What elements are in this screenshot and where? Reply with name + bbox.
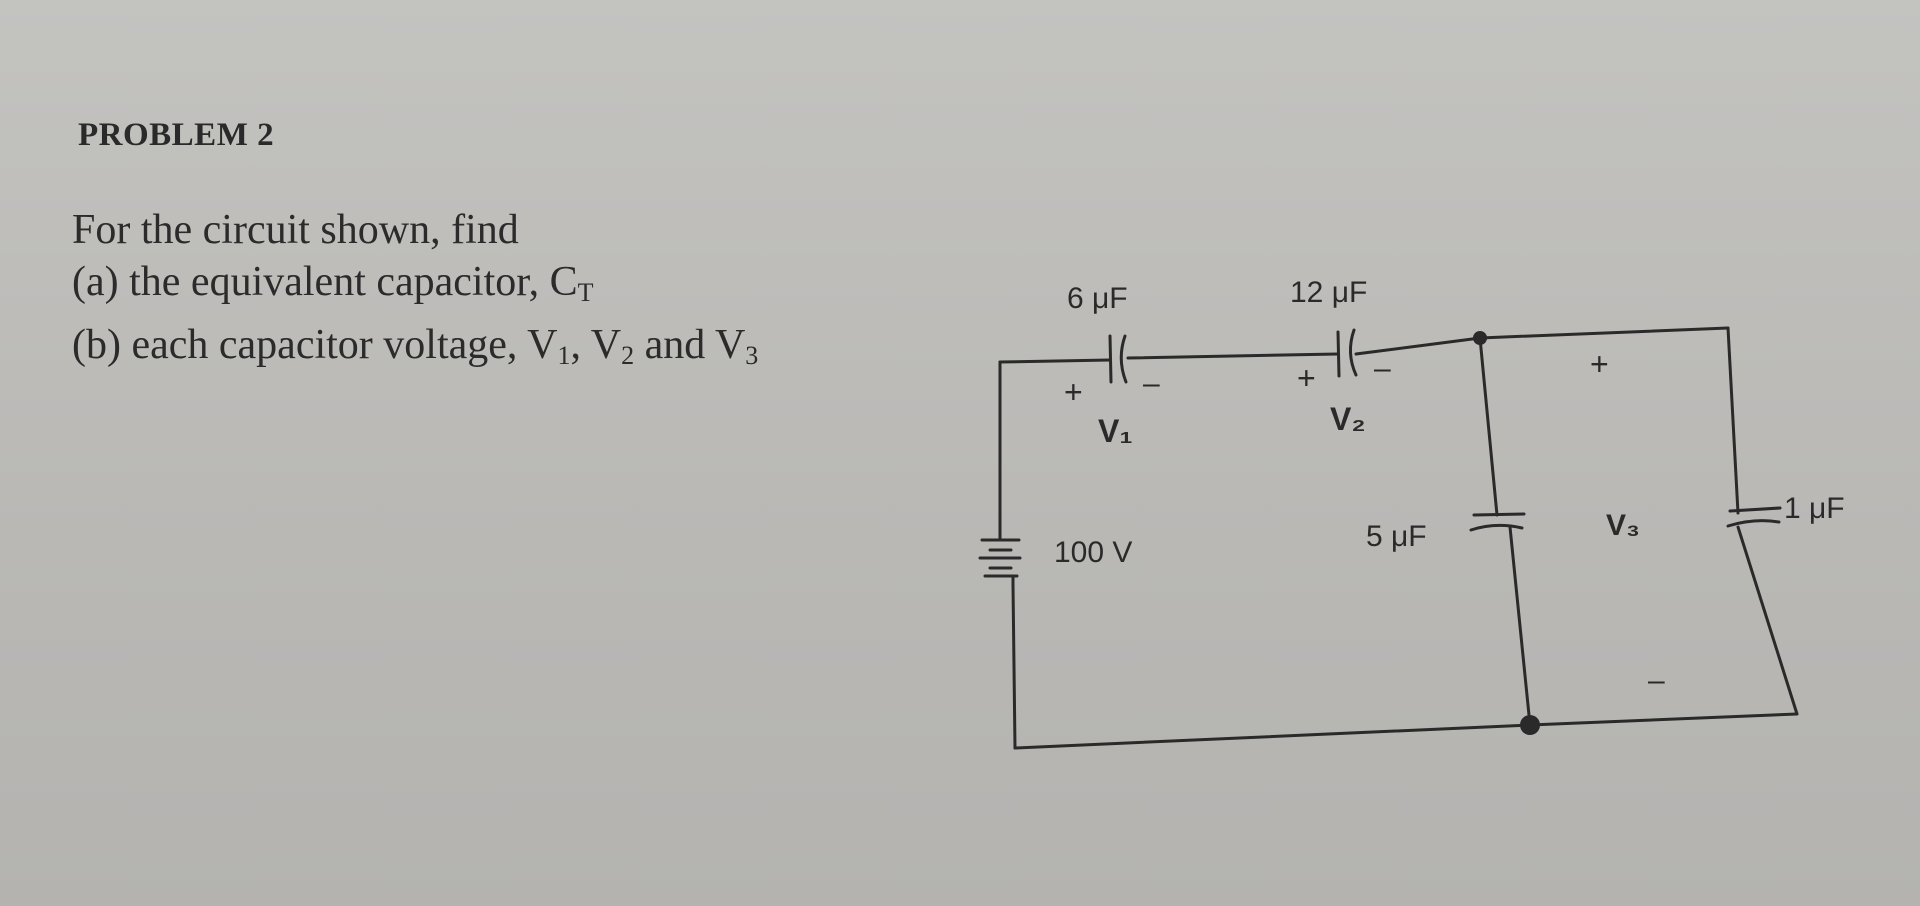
- wire-top-left: [998, 358, 1112, 364]
- wire-top-far-right: [1478, 326, 1730, 340]
- capacitor-1uF-label: 1 μF: [1784, 492, 1845, 525]
- wire-bottom-right: [1528, 712, 1799, 727]
- problem-part-b: (b) each capacitor voltage, V1, V2 and V…: [72, 319, 758, 382]
- capacitor-6uF-symbol: [1108, 334, 1128, 384]
- capacitor-12uF-symbol: [1336, 328, 1358, 378]
- junction-bottom: [1520, 715, 1540, 735]
- v3-label: V₃: [1606, 509, 1640, 542]
- v1-plus-sign: +: [1064, 374, 1083, 410]
- v1-label: V₁: [1098, 413, 1133, 449]
- part-a-subscript: T: [577, 278, 594, 307]
- wire-mid-top: [1478, 336, 1499, 517]
- part-b-sub-2: 2: [621, 341, 635, 370]
- wire-right-top: [1726, 326, 1740, 515]
- capacitor-6uF-label: 6 μF: [1067, 282, 1128, 315]
- wire-right-bottom: [1736, 525, 1799, 716]
- capacitor-12uF-label: 12 μF: [1290, 276, 1367, 309]
- capacitor-5uF-symbol: [1469, 512, 1526, 532]
- part-b-text: (b) each capacitor voltage, V: [72, 322, 558, 368]
- part-a-text: (a) the equivalent capacitor, C: [72, 259, 578, 305]
- v2-label: V₂: [1330, 401, 1366, 437]
- part-b-sep-1: , V: [570, 322, 622, 368]
- source-voltage-label: 100 V: [1054, 536, 1132, 569]
- capacitor-5uF-label: 5 μF: [1366, 520, 1427, 553]
- problem-part-a: (a) the equivalent capacitor, CT: [72, 256, 758, 319]
- problem-statement: For the circuit shown, find (a) the equi…: [72, 204, 758, 382]
- part-b-sep-2: and V: [634, 322, 746, 368]
- wire-top-right: [1354, 336, 1482, 356]
- v3-plus-sign: +: [1590, 346, 1609, 382]
- v2-plus-sign: +: [1297, 360, 1316, 396]
- wire-left-bottom: [1011, 583, 1017, 750]
- problem-heading: PROBLEM 2: [78, 117, 275, 153]
- v3-minus-sign: –: [1648, 664, 1665, 697]
- wire-bottom-left: [1013, 723, 1532, 750]
- junction-top: [1473, 331, 1487, 345]
- part-b-sub-3: 3: [745, 341, 759, 370]
- wire-between-caps: [1126, 352, 1340, 360]
- wire-mid-bottom: [1508, 525, 1532, 727]
- battery-symbol: [978, 538, 1022, 588]
- v1-minus-sign: –: [1143, 367, 1160, 400]
- problem-intro: For the circuit shown, find: [72, 207, 519, 253]
- part-b-sub-1: 1: [557, 341, 571, 370]
- capacitor-1uF-symbol: [1726, 506, 1782, 528]
- v2-minus-sign: –: [1374, 352, 1391, 385]
